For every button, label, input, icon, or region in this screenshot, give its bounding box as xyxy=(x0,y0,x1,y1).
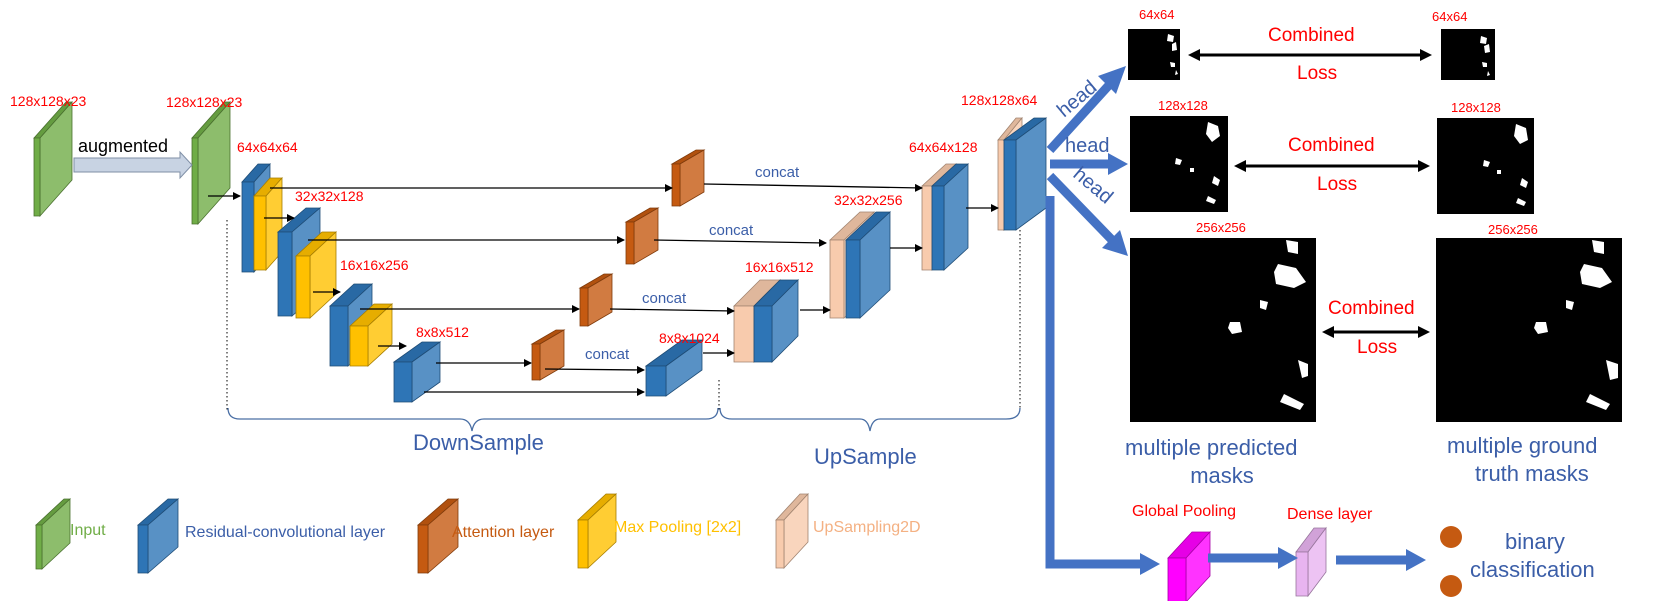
legend-upsampling-label: UpSampling2D xyxy=(813,519,921,536)
pred-dim-64: 64x64 xyxy=(1139,7,1174,22)
combined-label-1: Combined xyxy=(1268,25,1355,46)
truth-caption-line2: truth masks xyxy=(1475,461,1589,486)
predicted-caption-line2: masks xyxy=(1190,463,1254,488)
binary-output-nodes xyxy=(1440,526,1462,597)
dim-enc4: 8x8x512 xyxy=(416,324,469,340)
concat-label-2: concat xyxy=(709,222,754,239)
downsample-brace xyxy=(227,407,719,432)
truth-mask-256 xyxy=(1436,238,1622,422)
predicted-mask-64 xyxy=(1128,29,1180,80)
layer-blocks xyxy=(33,100,1327,601)
attention-block-1 xyxy=(670,149,706,207)
output-residual-block xyxy=(1002,117,1048,231)
predicted-caption-line1: multiple predicted xyxy=(1125,435,1297,460)
legend-input-block xyxy=(34,498,72,570)
head-label-2: head xyxy=(1065,135,1110,157)
bottleneck-block xyxy=(644,339,704,397)
augmented-label: augmented xyxy=(78,136,168,156)
dim-augmented: 128x128x23 xyxy=(166,94,243,110)
dim-enc2: 32x32x128 xyxy=(295,188,364,204)
enc4-residual-block xyxy=(392,341,442,403)
upsample-brace xyxy=(719,407,1021,432)
loss-label-1: Loss xyxy=(1297,63,1337,84)
augmented-arrow xyxy=(73,150,193,180)
dec2-residual-block xyxy=(844,211,892,319)
truth-mask-64 xyxy=(1441,29,1495,80)
connection-arrows xyxy=(208,183,999,396)
legend-input-label: Input xyxy=(70,522,106,539)
input-block xyxy=(33,100,73,218)
dim-bottleneck: 8x8x1024 xyxy=(659,330,720,346)
binary-label: binary xyxy=(1505,529,1565,554)
dense-layer-block xyxy=(1295,526,1327,598)
legend-maxpool-label: Max Pooling [2x2] xyxy=(614,519,741,536)
truth-dim-128: 128x128 xyxy=(1451,100,1501,115)
dim-output: 128x128x64 xyxy=(961,92,1038,108)
global-pooling-label: Global Pooling xyxy=(1132,503,1236,520)
loss-label-2: Loss xyxy=(1317,174,1357,195)
dim-input: 128x128x23 xyxy=(10,93,87,109)
legend-attention-label: Attention layer xyxy=(452,524,555,541)
upsample-label: UpSample xyxy=(814,444,917,469)
concat-label-3: concat xyxy=(642,290,687,307)
dec3-residual-block xyxy=(930,163,970,271)
dense-layer-label: Dense layer xyxy=(1287,506,1373,523)
dec1-residual-block xyxy=(753,279,799,363)
pred-dim-128: 128x128 xyxy=(1158,98,1208,113)
legend-upsampling-block xyxy=(775,492,809,570)
truth-dim-64: 64x64 xyxy=(1432,9,1467,24)
attention-block-4 xyxy=(530,329,566,381)
dim-dec1: 16x16x512 xyxy=(745,259,814,275)
dotted-guides xyxy=(226,220,1021,410)
dim-dec3: 64x64x128 xyxy=(909,139,978,155)
truth-mask-128 xyxy=(1437,118,1534,214)
loss-label-3: Loss xyxy=(1357,337,1397,358)
concat-label-4: concat xyxy=(585,346,630,363)
classification-label: classification xyxy=(1470,557,1595,582)
dim-dec2: 32x32x256 xyxy=(834,192,903,208)
attention-block-2 xyxy=(624,207,660,265)
concat-label-1: concat xyxy=(755,164,800,181)
truth-caption-line1: multiple ground xyxy=(1447,433,1597,458)
legend-maxpool-block xyxy=(576,493,618,569)
legend-residual-label: Residual-convolutional layer xyxy=(185,524,386,541)
combined-label-2: Combined xyxy=(1288,135,1375,156)
dim-enc1: 64x64x64 xyxy=(237,139,298,155)
loss-arrows xyxy=(1188,49,1432,338)
legend-residual-block xyxy=(136,498,180,574)
augmented-input-block xyxy=(191,100,231,226)
truth-dim-256: 256x256 xyxy=(1488,222,1538,237)
predicted-mask-128 xyxy=(1130,116,1228,212)
head-arrows xyxy=(1045,66,1426,575)
global-pooling-block xyxy=(1167,530,1211,601)
combined-label-3: Combined xyxy=(1328,298,1415,319)
attention-block-3 xyxy=(578,273,614,327)
downsample-label: DownSample xyxy=(413,430,544,455)
predicted-mask-256 xyxy=(1130,238,1316,422)
legend-attention-block xyxy=(416,498,460,574)
pred-dim-256: 256x256 xyxy=(1196,220,1246,235)
dim-enc3: 16x16x256 xyxy=(340,257,409,273)
